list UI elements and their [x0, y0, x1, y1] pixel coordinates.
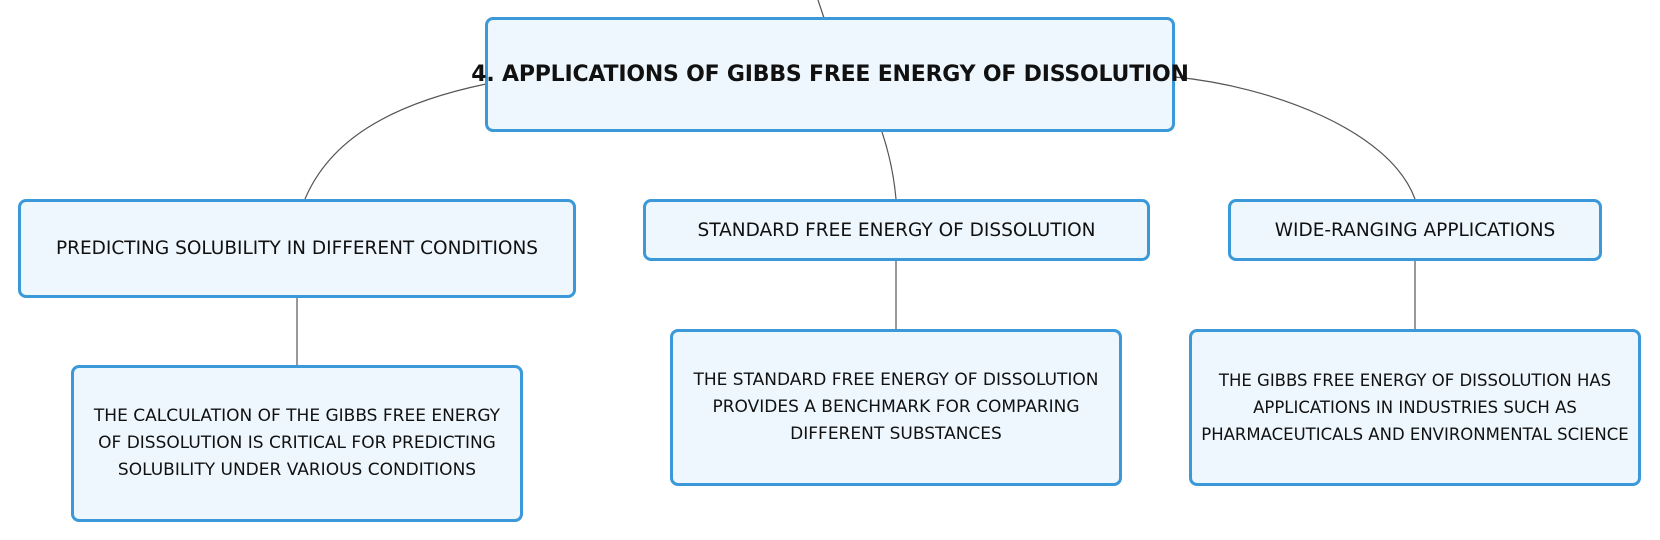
- connector-parent-to-root: [817, 0, 825, 19]
- subtopic-standard-free-energy[interactable]: STANDARD FREE ENERGY OF DISSOLUTION: [643, 199, 1150, 261]
- detail-text: THE STANDARD FREE ENERGY OF DISSOLUTION …: [693, 370, 1099, 444]
- detail-text: THE CALCULATION OF THE GIBBS FREE ENERGY…: [93, 406, 501, 480]
- detail-predicting-solubility[interactable]: THE CALCULATION OF THE GIBBS FREE ENERGY…: [71, 365, 523, 522]
- subtopic-predicting-solubility[interactable]: PREDICTING SOLUBILITY IN DIFFERENT CONDI…: [18, 199, 576, 298]
- root-topic-label: 4. APPLICATIONS OF GIBBS FREE ENERGY OF …: [471, 62, 1189, 87]
- subtopic-label: STANDARD FREE ENERGY OF DISSOLUTION: [697, 219, 1096, 241]
- subtopic-label: PREDICTING SOLUBILITY IN DIFFERENT CONDI…: [55, 238, 539, 259]
- connector-root-to-branch-3: [1174, 76, 1416, 200]
- connector-root-to-branch-2: [881, 131, 897, 200]
- detail-wide-ranging-applications[interactable]: THE GIBBS FREE ENERGY OF DISSOLUTION HAS…: [1189, 329, 1641, 486]
- detail-text: THE GIBBS FREE ENERGY OF DISSOLUTION HAS…: [1201, 371, 1629, 444]
- subtopic-label: WIDE-RANGING APPLICATIONS: [1274, 219, 1556, 241]
- detail-standard-free-energy[interactable]: THE STANDARD FREE ENERGY OF DISSOLUTION …: [670, 329, 1122, 486]
- root-topic[interactable]: 4. APPLICATIONS OF GIBBS FREE ENERGY OF …: [471, 17, 1189, 132]
- subtopic-wide-ranging-applications[interactable]: WIDE-RANGING APPLICATIONS: [1228, 199, 1602, 261]
- connector-root-to-branch-1: [304, 83, 487, 200]
